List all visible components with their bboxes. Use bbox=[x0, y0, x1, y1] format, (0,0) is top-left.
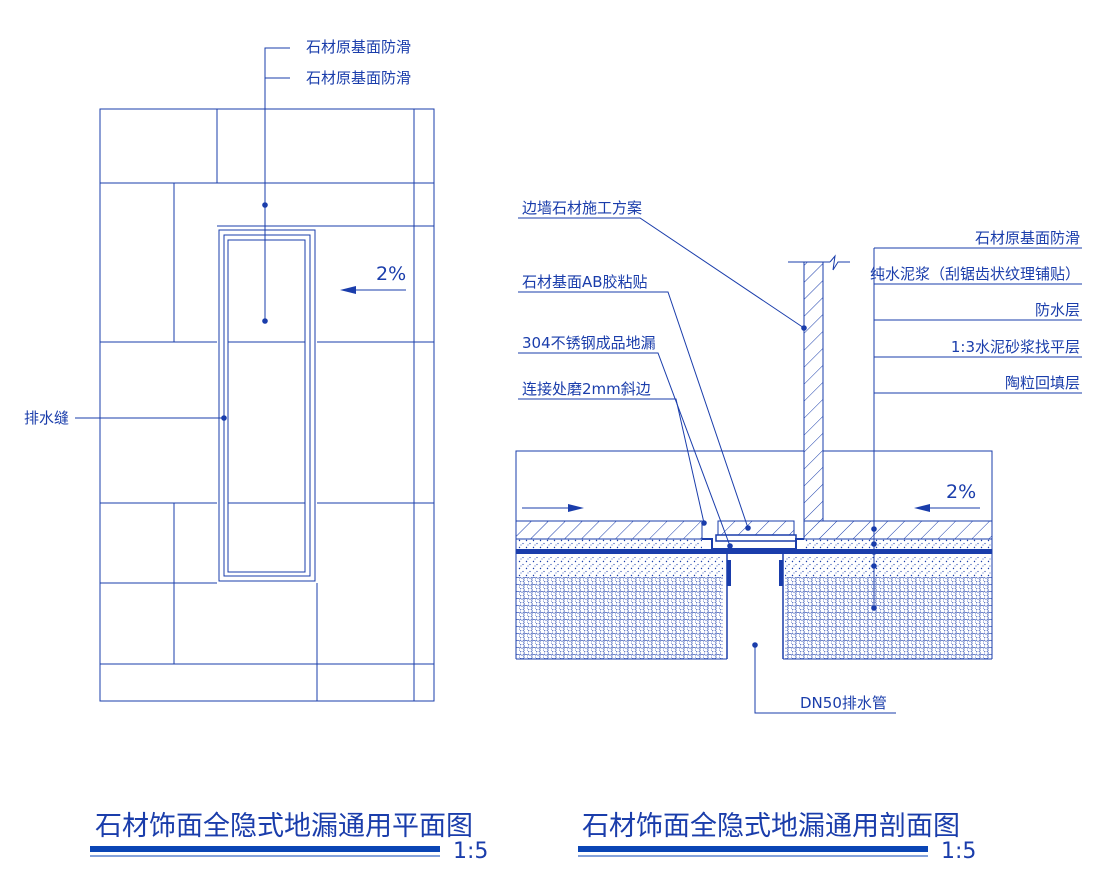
section-cement-paste-left bbox=[516, 539, 702, 549]
plan-leader-top bbox=[264, 47, 290, 321]
section-ceramsite-fill-left bbox=[516, 577, 723, 659]
section-leader-dot bbox=[871, 526, 877, 532]
section-label-r3: 防水层 bbox=[1035, 301, 1080, 319]
section-leader-dot bbox=[727, 543, 733, 549]
plan-leader-dot bbox=[262, 318, 268, 324]
section-leader-side-wall bbox=[518, 217, 805, 329]
section-label-r4: 1:3水泥砂浆找平层 bbox=[951, 338, 1080, 356]
section-drain-grate bbox=[715, 534, 797, 542]
section-screed-left bbox=[516, 557, 723, 577]
section-screed-right bbox=[785, 557, 992, 577]
plan-slope-arrowhead bbox=[340, 286, 356, 294]
plan-scale: 1:5 bbox=[453, 839, 488, 864]
section-waterproof-layer bbox=[516, 549, 992, 554]
plan-title: 石材饰面全隐式地漏通用平面图 bbox=[95, 811, 473, 842]
plan-label-top1: 石材原基面防滑 bbox=[306, 38, 411, 56]
section-cement-paste-right bbox=[804, 539, 992, 549]
section-texts: 边墙石材施工方案 石材基面AB胶粘贴 304不锈钢成品地漏 连接处磨2mm斜边 … bbox=[522, 199, 1080, 712]
section-label-r5: 陶粒回填层 bbox=[1005, 374, 1080, 392]
section-drain-body bbox=[702, 538, 804, 550]
section-leader-dot bbox=[871, 541, 877, 547]
section-slope-label: 2% bbox=[946, 481, 976, 503]
section-stone-insert bbox=[717, 520, 795, 536]
section-outline bbox=[823, 450, 993, 659]
plan-outline bbox=[99, 108, 435, 702]
section-slope-arrowhead-right bbox=[914, 504, 930, 512]
section-view bbox=[515, 217, 1082, 714]
section-title-block: 石材饰面全隐式地漏通用剖面图 1:5 bbox=[578, 811, 976, 864]
section-scale: 1:5 bbox=[941, 839, 976, 864]
plan-leader-dot bbox=[221, 415, 227, 421]
section-stone-left bbox=[515, 520, 703, 540]
plan-drain-inner-frame bbox=[223, 234, 311, 577]
plan-label-drain-gap: 排水缝 bbox=[24, 409, 69, 427]
section-slope-arrowhead-left bbox=[568, 504, 584, 512]
section-leader-ab-glue bbox=[518, 291, 749, 529]
section-label-r1: 石材原基面防滑 bbox=[975, 229, 1080, 247]
section-label-r2: 纯水泥浆（刮锯齿状纹理铺贴） bbox=[870, 265, 1080, 283]
plan-drain-frame bbox=[218, 229, 316, 582]
plan-title-underline bbox=[90, 846, 440, 852]
section-break-line bbox=[829, 254, 850, 271]
section-leader-dot bbox=[701, 520, 707, 526]
plan-texts: 石材原基面防滑 石材原基面防滑 排水缝 2% bbox=[24, 38, 411, 427]
section-side-wall bbox=[803, 261, 824, 522]
plan-leader-dot bbox=[262, 202, 268, 208]
section-pipe-collar-right bbox=[779, 560, 783, 586]
section-title-underline bbox=[578, 846, 928, 852]
plan-view bbox=[75, 47, 435, 702]
section-label-ab-glue: 石材基面AB胶粘贴 bbox=[522, 273, 648, 291]
section-outline bbox=[515, 450, 804, 659]
section-pipe-collar-left bbox=[727, 560, 731, 586]
plan-slope-label: 2% bbox=[376, 263, 406, 285]
section-leader-drain bbox=[518, 352, 731, 547]
section-ceramsite-fill-right bbox=[785, 577, 992, 659]
section-label-pipe: DN50排水管 bbox=[800, 694, 887, 712]
section-leader-dot bbox=[871, 549, 877, 555]
section-leader-dot bbox=[745, 525, 751, 531]
section-leader-pipe bbox=[754, 645, 896, 714]
section-leader-bevel bbox=[518, 398, 705, 524]
plan-title-block: 石材饰面全隐式地漏通用平面图 1:5 bbox=[90, 811, 488, 864]
plan-label-top2: 石材原基面防滑 bbox=[306, 69, 411, 87]
section-title: 石材饰面全隐式地漏通用剖面图 bbox=[582, 811, 960, 842]
section-label-side-wall: 边墙石材施工方案 bbox=[522, 199, 642, 217]
section-leader-dot bbox=[752, 642, 758, 648]
section-leader-dot bbox=[871, 605, 877, 611]
section-label-floor-drain: 304不锈钢成品地漏 bbox=[522, 334, 656, 352]
section-stone-right bbox=[803, 520, 993, 540]
section-label-bevel: 连接处磨2mm斜边 bbox=[522, 380, 651, 398]
section-leader-dot bbox=[871, 563, 877, 569]
plan-drain-cover bbox=[227, 239, 306, 573]
plan-markers bbox=[221, 202, 356, 421]
section-leader-dot bbox=[801, 325, 807, 331]
